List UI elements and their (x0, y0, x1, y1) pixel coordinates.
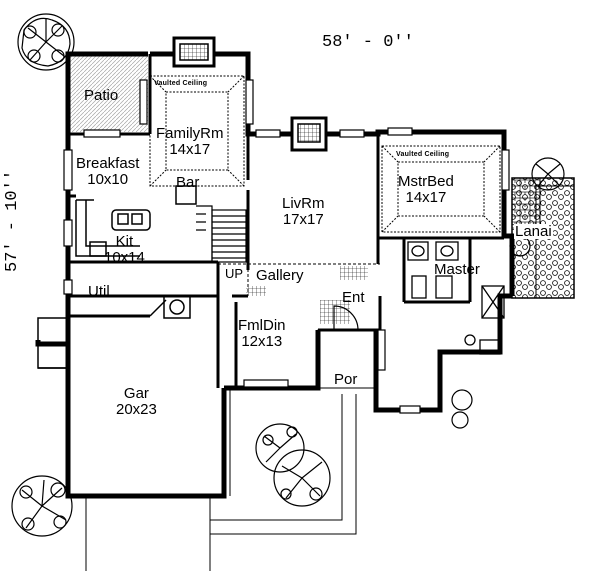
depth-dimension: 57' - 10'' (3, 169, 22, 272)
porch-name: Por (334, 371, 358, 388)
breakfast-size: 10x10 (87, 171, 129, 188)
porch-label: Por (334, 372, 357, 387)
interior-walls (68, 54, 504, 388)
kitchen-counters (75, 185, 197, 257)
dining-label: FmlDin 12x13 (238, 318, 286, 349)
entry-tile (320, 300, 350, 324)
family-fireplace (172, 36, 216, 68)
patio-label: Patio (84, 88, 118, 103)
utility-fixtures (149, 295, 191, 319)
kitchen-size: 10x14 (104, 249, 145, 266)
bar-label: Bar (176, 175, 199, 190)
master-bath-label: Master (434, 262, 480, 277)
master-bedroom-label: MstrBed 14x17 (398, 174, 454, 205)
gallery-name: Gallery (256, 267, 304, 284)
entry-name: Ent (342, 289, 365, 306)
master-vaulted-outline (381, 145, 501, 233)
dining-name: FmlDin (238, 317, 286, 334)
stairs (196, 205, 247, 263)
shrub-front-yard (255, 423, 331, 507)
gallery-dashed-boundary (218, 263, 380, 296)
living-room-label: LivRm 17x17 (282, 196, 325, 227)
living-room-name: LivRm (282, 195, 325, 212)
breakfast-name: Breakfast (76, 155, 140, 172)
living-room-size: 17x17 (282, 211, 324, 228)
porch-area (317, 329, 377, 389)
patio-name: Patio (84, 87, 119, 104)
utility-name: Util (88, 283, 110, 300)
family-room-size: 14x17 (169, 141, 211, 158)
width-dimension: 58' - 0'' (322, 33, 414, 52)
breakfast-label: Breakfast 10x10 (76, 156, 139, 187)
master-bedroom-name: MstrBed (398, 173, 454, 190)
shrub-bottom-left (11, 475, 73, 537)
gallery-tile-1 (340, 266, 368, 280)
walkway (210, 394, 357, 535)
windows (63, 79, 510, 414)
utility-label: Util (88, 284, 110, 299)
master-vaulted-note: Vaulted Ceiling (396, 151, 450, 158)
bar-name: Bar (176, 174, 200, 191)
master-bath-name: Master (434, 261, 480, 278)
family-vaulted-outline (149, 75, 245, 187)
garage-label: Gar 20x23 (116, 386, 157, 417)
garage-size: 20x23 (116, 401, 157, 418)
shrub-top-left (17, 13, 75, 71)
patio-floor (68, 54, 148, 132)
family-room-label: FamilyRm 14x17 (156, 126, 224, 157)
kitchen-name: Kit (115, 233, 134, 250)
living-fireplace (290, 116, 328, 152)
family-room-name: FamilyRm (156, 125, 224, 142)
entry-door (333, 305, 359, 331)
lanai-label: Lanai (514, 224, 553, 239)
family-vaulted-note: Vaulted Ceiling (154, 80, 208, 87)
stair-up-label: UP (225, 266, 244, 281)
master-bath-fixtures (407, 241, 505, 355)
gallery-label: Gallery (256, 268, 304, 283)
kitchen-label: Kit 10x14 (104, 234, 145, 265)
dining-size: 12x13 (241, 333, 283, 350)
master-bedroom-size: 14x17 (405, 189, 447, 206)
gallery-tile-2 (246, 286, 266, 296)
lanai-name: Lanai (515, 223, 552, 240)
entry-label: Ent (342, 290, 365, 305)
lanai-edge (535, 185, 575, 299)
garage-name: Gar (123, 385, 149, 402)
